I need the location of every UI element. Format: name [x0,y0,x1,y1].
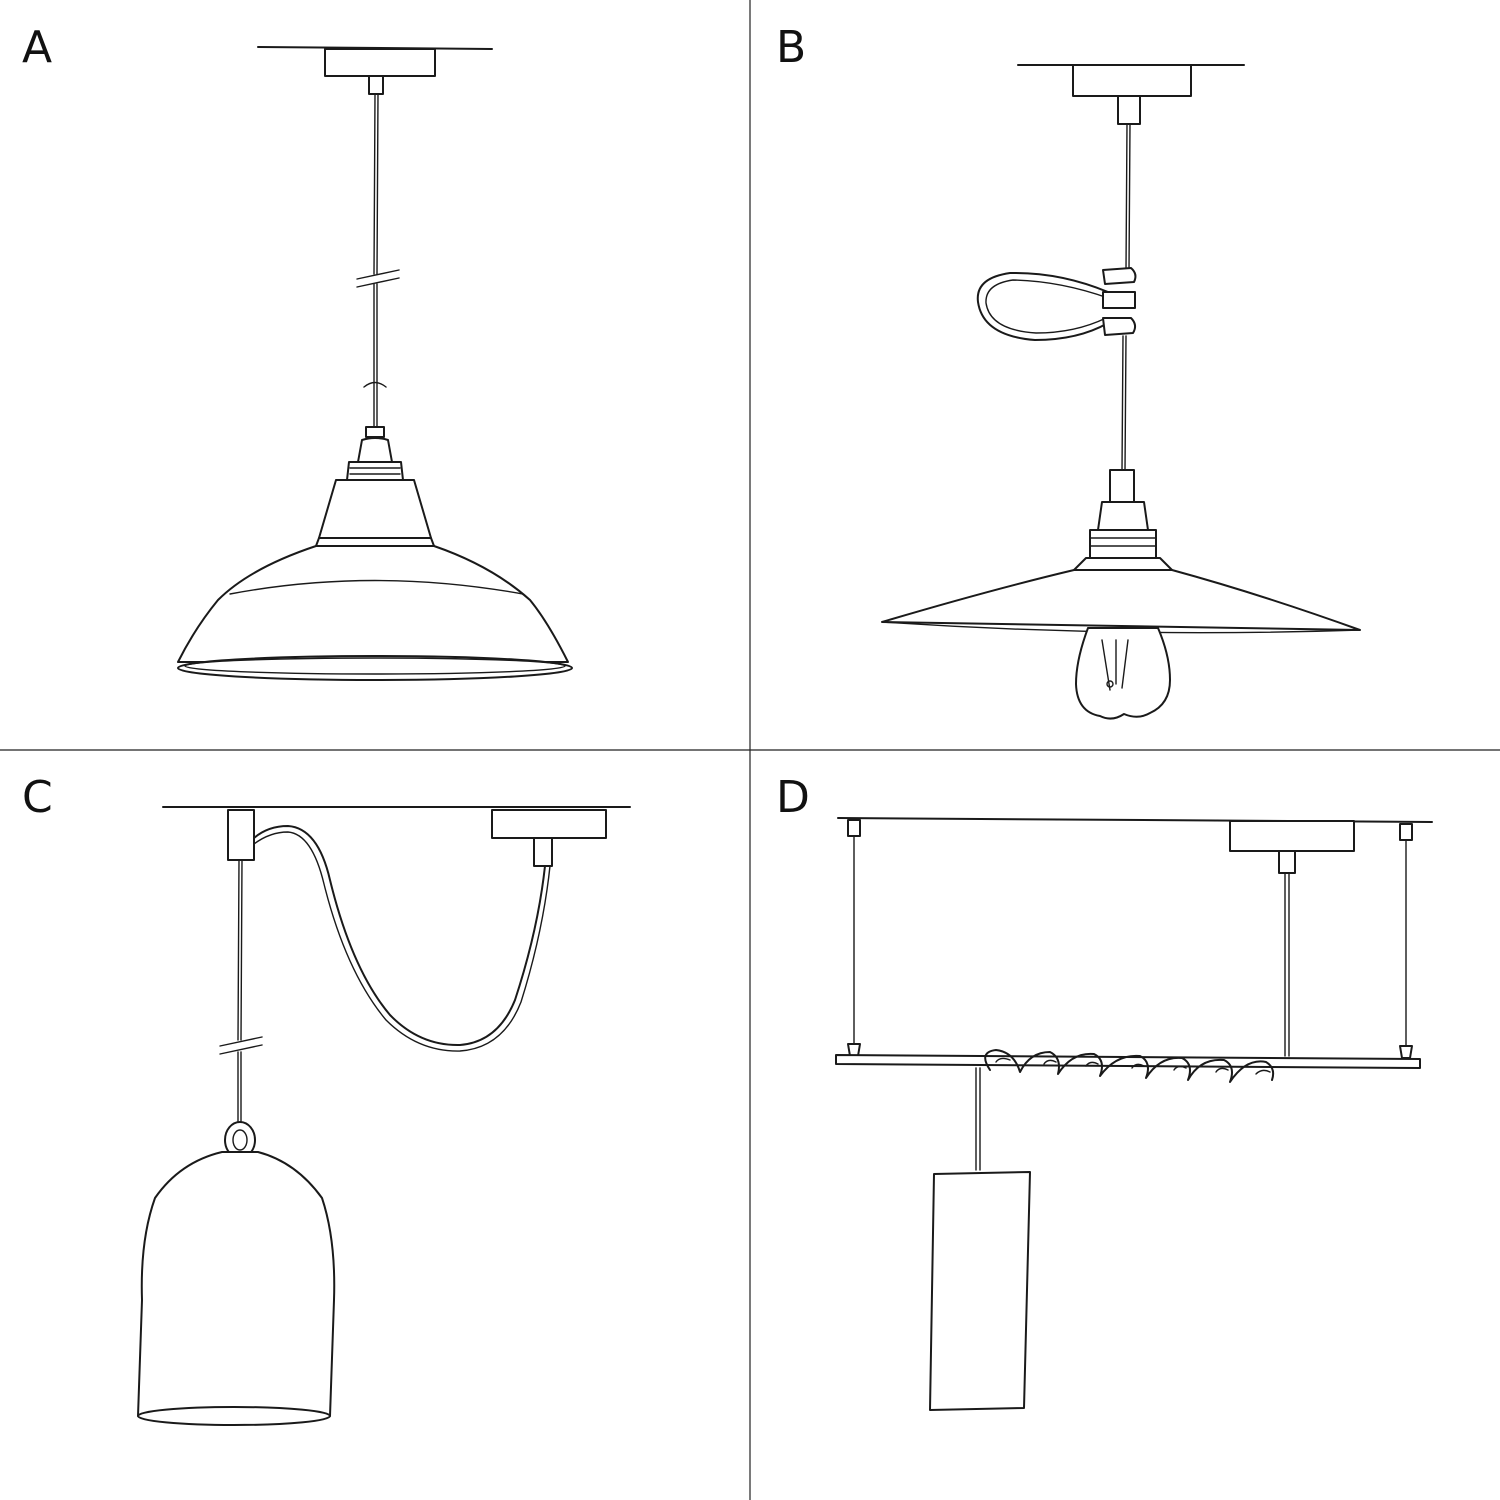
panel-a-pendant-lamp [177,46,573,681]
coiled-cable-d-inner [995,1057,1271,1075]
socket-ring-a [346,461,404,481]
bell-shade-rim-c [137,1406,331,1426]
bulb-filament-b3 [1121,639,1129,689]
panel-c-pendant-lamp [137,806,631,1426]
socket-ring-b [1089,529,1157,559]
cable-a-upper-2 [376,93,379,275]
flat-shade-b [881,569,1361,631]
socket-flange-b [1073,557,1173,571]
cable-clip-b-top [1102,267,1137,285]
panel-label-d: D [776,772,810,823]
shade-collar-a [315,537,435,547]
cable-break-mark-c2 [219,1044,263,1055]
shade-rim-a [177,655,573,681]
cable-loop-b [976,271,1109,341]
cable-c-upper [237,859,240,1041]
panel-b-pendant-lamp [881,64,1361,720]
cable-guide-a [363,381,387,388]
shade-rim-inner-a [184,657,566,675]
ceiling-rose-b [1072,64,1192,97]
wire-end-d-right [1399,1045,1413,1059]
ceiling-rose-c [491,809,607,839]
panel-label-c: C [22,772,53,823]
cable-loop-b-inner [985,279,1109,334]
cable-clamp-c [533,837,553,867]
cable-c-upper-2 [240,859,243,1041]
horizontal-bar-d [835,1054,1421,1069]
ceiling-hook-c [227,809,255,861]
shade-band-a [229,579,524,595]
ceiling-rose-d [1229,820,1355,852]
panel-d-pendant-lamp [835,817,1433,1411]
draped-cable-c-inner [253,831,551,1052]
cable-a-upper [373,93,376,275]
ceiling-anchor-d-left [847,819,861,837]
ceiling-rose-a [324,48,436,77]
cable-b-lower-2 [1124,335,1127,471]
cable-knot-c-inner [232,1129,248,1151]
cable-clamp-a [368,75,384,95]
cable-clamp-b [1117,95,1141,125]
lamp-socket-a [357,437,393,463]
cable-b-upper-2 [1128,123,1131,271]
cylinder-shade-d [929,1171,1031,1411]
lamp-socket-cap-b [1109,469,1135,503]
cable-break-mark-a2 [356,277,400,288]
bell-shade-c [137,1151,336,1417]
ceiling-anchor-d-right [1399,823,1413,841]
cable-clip-b-bottom [1102,317,1137,336]
cable-b-upper [1125,123,1128,271]
panel-label-b: B [776,22,806,73]
industrial-shade-a [177,545,569,663]
cable-clamp-d [1278,850,1296,874]
edison-bulb-b [1075,627,1171,720]
shade-neck-a [318,479,432,539]
draped-cable-c [253,825,546,1047]
coiled-cable-d [984,1049,1275,1083]
lamp-socket-b [1097,501,1149,531]
panel-label-a: A [22,22,52,73]
cable-break-mark-c1 [219,1036,263,1047]
lamp-socket-cap-a [365,426,385,438]
cable-b-lower [1121,335,1124,471]
cable-break-mark-a1 [356,269,400,280]
cable-clip-b-mid [1102,291,1136,309]
bulb-filament-tip-b [1106,680,1114,688]
